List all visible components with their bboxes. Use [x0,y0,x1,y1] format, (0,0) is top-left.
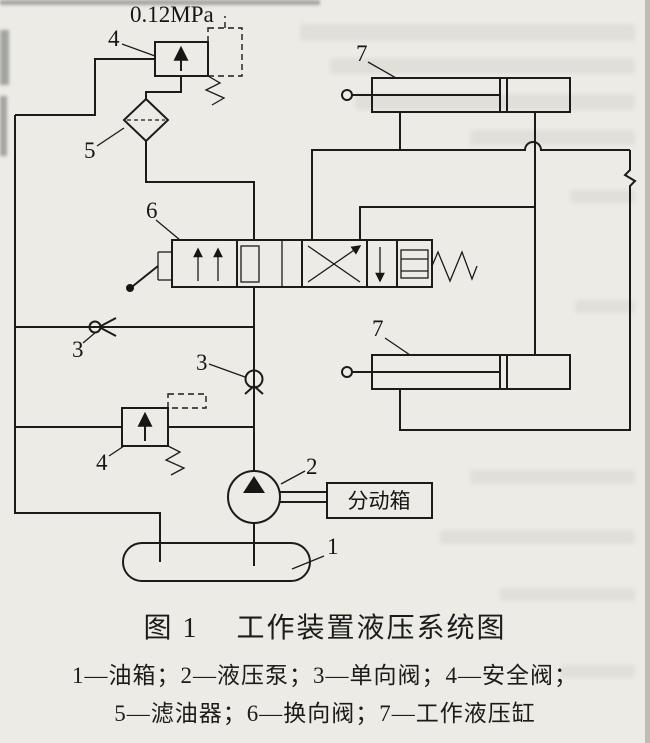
label-check-valve-main: 3 [196,350,208,375]
print-bleed-artifact [300,24,635,41]
filter-symbol [122,97,170,143]
print-bleed-artifact [570,190,635,203]
cylinder-bottom-symbol [341,354,571,390]
pump-symbol [227,470,281,524]
label-cylinder-bottom: 7 [372,316,384,341]
relief-valve-top-symbol [154,16,243,106]
figure-caption: 图 1 工作装置液压系统图 [0,606,650,646]
scan-smudge [0,96,7,156]
scan-smudge [0,30,9,85]
label-relief-valve-bottom: 4 [96,450,108,475]
hydraulic-circuit-diagram: 0.12MPa [14,2,637,582]
transfer-case-label: 分动箱 [348,489,411,513]
pipe-network [14,58,637,566]
print-bleed-artifact [355,94,635,110]
cylinder-top-symbol [341,77,571,113]
lever-icon [126,251,172,292]
figure-title: 工作装置液压系统图 [236,613,507,644]
print-bleed-artifact [470,470,635,484]
legend-line-1: 1—油箱；2—液压泵；3—单向阀；4—安全阀； [72,663,578,688]
directional-valve-symbol [126,239,478,292]
pressure-setting-label: 0.12MPa [130,2,214,27]
print-bleed-artifact [560,665,635,678]
item-labels: 4 5 6 3 3 4 2 7 7 1 [72,26,411,570]
label-directional-valve: 6 [146,198,158,223]
label-pump: 2 [306,454,318,479]
label-tank: 1 [327,534,339,559]
label-relief-valve-top: 4 [108,26,120,51]
relief-valve-bottom-symbol [121,393,207,476]
print-bleed-artifact [500,588,635,601]
page-edge [645,0,650,743]
transfer-case-box: 分动箱 [326,482,433,519]
label-filter: 5 [84,138,96,163]
print-bleed-artifact [470,130,635,145]
figure-number: 图 1 [143,613,199,644]
print-bleed-artifact [330,58,635,74]
print-bleed-artifact [575,300,635,313]
scan-smudge [0,0,320,5]
legend-line-2: 5—滤油器；6—换向阀；7—工作液压缸 [114,701,536,726]
label-check-valve-left: 3 [72,337,84,362]
tank-symbol [122,542,311,582]
print-bleed-artifact [440,530,635,544]
check-valve-main-symbol [244,369,264,395]
label-cylinder-top: 7 [356,41,368,66]
